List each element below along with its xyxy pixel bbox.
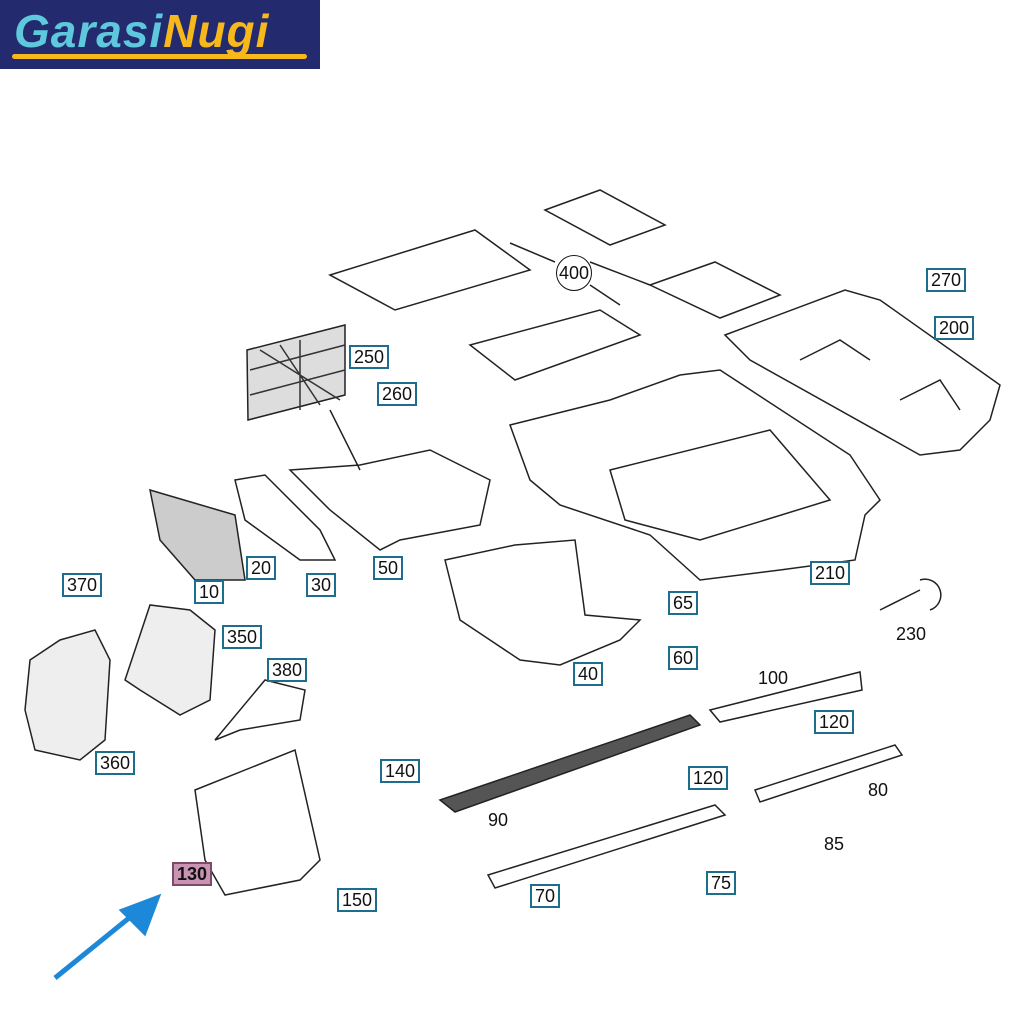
part-label-360[interactable]: 360 xyxy=(95,751,136,775)
part-label-130-highlighted[interactable]: 130 xyxy=(172,862,213,886)
part-label-85: 85 xyxy=(824,834,845,854)
sill-80 xyxy=(753,744,904,803)
part-label-50[interactable]: 50 xyxy=(373,556,404,580)
part-label-370[interactable]: 370 xyxy=(62,573,103,597)
pointer-arrowhead xyxy=(118,893,162,937)
sill-70 xyxy=(486,804,727,889)
part-350 xyxy=(124,604,216,716)
logo: GarasiNugi xyxy=(0,0,320,69)
part-label-65[interactable]: 65 xyxy=(668,591,699,615)
floor-mats-400 xyxy=(328,189,782,381)
sill-90 xyxy=(438,714,702,813)
part-label-200[interactable]: 200 xyxy=(934,316,975,340)
sill-100 xyxy=(708,671,863,723)
part-label-350[interactable]: 350 xyxy=(222,625,263,649)
part-label-250[interactable]: 250 xyxy=(349,345,390,369)
carpet-40 xyxy=(444,539,642,666)
net-250 xyxy=(246,324,361,471)
trim-30 xyxy=(234,474,337,561)
part-label-100: 100 xyxy=(758,668,789,688)
part-label-270[interactable]: 270 xyxy=(926,268,967,292)
part-label-210[interactable]: 210 xyxy=(810,561,851,585)
part-label-150[interactable]: 150 xyxy=(337,888,378,912)
part-label-380[interactable]: 380 xyxy=(267,658,308,682)
part-label-75[interactable]: 75 xyxy=(706,871,737,895)
part-130 xyxy=(194,748,321,896)
part-label-40[interactable]: 40 xyxy=(573,662,604,686)
part-label-80: 80 xyxy=(868,780,889,800)
part-label-120b[interactable]: 120 xyxy=(688,766,729,790)
part-label-20[interactable]: 20 xyxy=(246,556,277,580)
cable-tie-230 xyxy=(879,578,942,611)
part-label-120a[interactable]: 120 xyxy=(814,710,855,734)
part-360 xyxy=(24,629,111,761)
carpet-210 xyxy=(509,369,881,581)
panel-10 xyxy=(149,488,246,581)
part-label-260[interactable]: 260 xyxy=(377,382,418,406)
logo-text-garasi: Garasi xyxy=(14,5,164,57)
logo-underline xyxy=(12,54,307,59)
part-label-10[interactable]: 10 xyxy=(194,580,225,604)
carpet-200 xyxy=(723,289,1001,456)
part-label-90: 90 xyxy=(488,810,509,830)
part-label-30[interactable]: 30 xyxy=(306,573,337,597)
trunk-trim-50 xyxy=(288,449,491,551)
part-label-400: 400 xyxy=(556,255,592,291)
logo-text-nugi: Nugi xyxy=(163,5,270,57)
part-380 xyxy=(214,679,306,741)
part-label-230: 230 xyxy=(896,624,927,644)
part-label-60[interactable]: 60 xyxy=(668,646,699,670)
part-label-70[interactable]: 70 xyxy=(530,884,561,908)
part-label-140[interactable]: 140 xyxy=(380,759,421,783)
